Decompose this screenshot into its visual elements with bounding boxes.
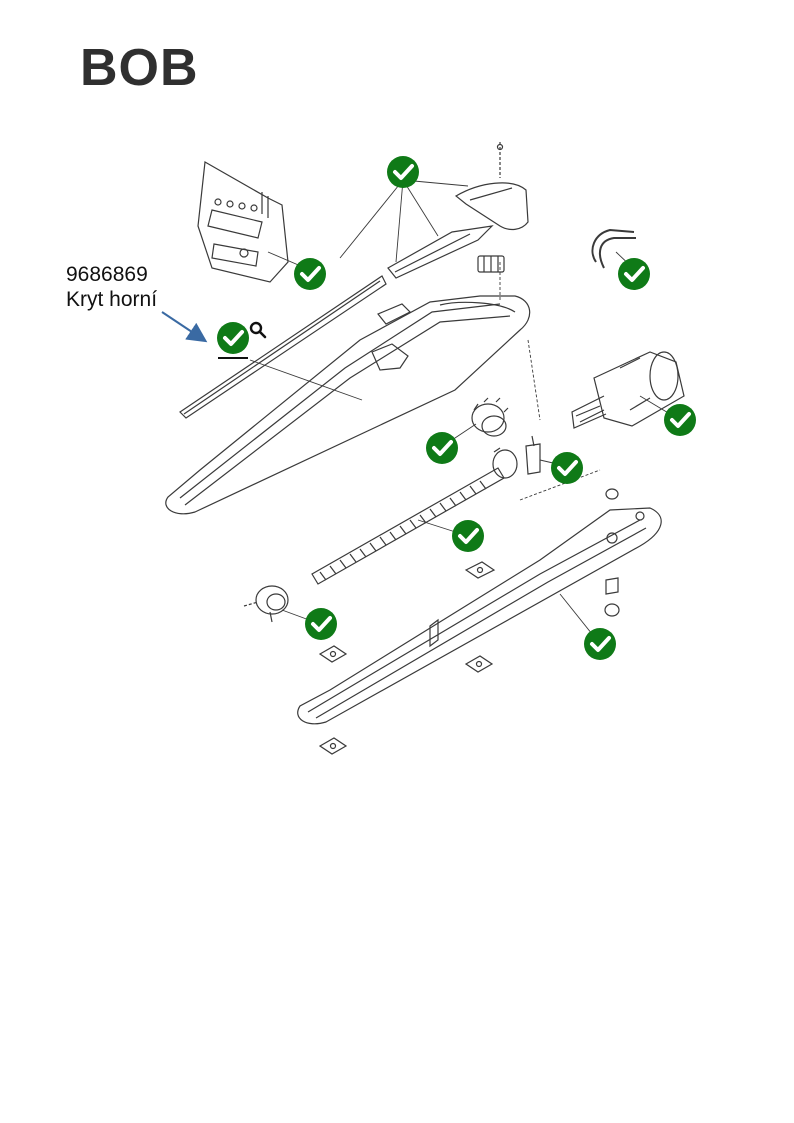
page-title: BOB [80,39,199,97]
end-cap-part [454,142,529,231]
check-circle-icon[interactable] [294,258,326,290]
magnifier-icon[interactable] [249,321,267,339]
hook-lever-part [591,228,636,269]
square-nut-part [318,561,496,755]
leader-lines [249,179,681,645]
small-bracket-part [377,303,412,325]
terminal-block-part [477,255,505,273]
check-circle-icon[interactable] [217,322,249,354]
check-circle-icon[interactable] [664,404,696,436]
part-callout: 9686869 Kryt horní [66,262,157,312]
upper-cover-part [165,295,531,515]
part-name: Kryt horní [66,288,158,311]
washer-part [604,488,620,617]
gear-part [471,397,509,437]
check-circle-icon[interactable] [584,628,616,660]
worm-screw-part [311,447,518,585]
check-circle-icon[interactable] [452,520,484,552]
check-circle-icon[interactable] [387,156,419,188]
part-number: 9686869 [66,263,148,286]
rail-part [179,275,387,419]
check-circle-icon[interactable] [426,432,458,464]
lower-housing-part [297,507,662,725]
wedge-cover-part [387,225,494,279]
check-circle-icon[interactable] [551,452,583,484]
shaft-part [525,435,541,475]
callout-arrow [161,311,208,343]
bush-part [243,585,289,623]
check-circle-icon[interactable] [618,258,650,290]
mounting-bracket-part [197,161,289,283]
check-circle-icon[interactable] [305,608,337,640]
